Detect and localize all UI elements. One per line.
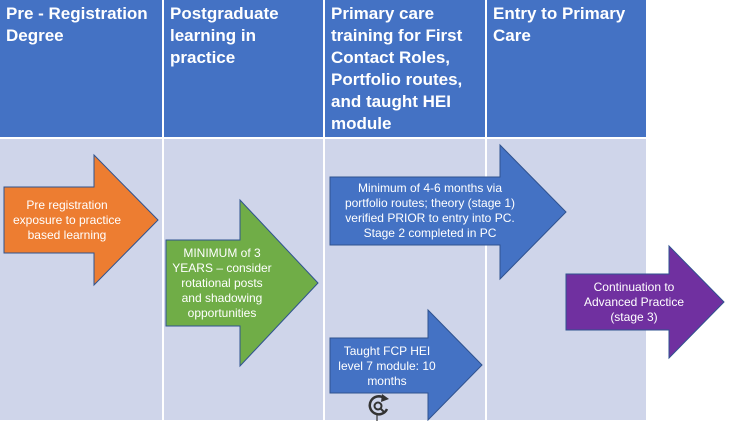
column-body-pre-registration <box>0 139 162 420</box>
arrow-shape <box>329 143 567 281</box>
arrow-pre-registration: Pre registration exposure to practice ba… <box>3 153 160 287</box>
arrow-postgraduate: MINIMUM of 3 YEARS – consider rotational… <box>165 198 320 368</box>
arrow-label: MINIMUM of 3 YEARS – consider rotational… <box>172 245 272 320</box>
refresh-cursor-icon <box>368 394 389 421</box>
arrow-advanced-practice: Continuation to Advanced Practice (stage… <box>565 244 728 360</box>
column-header-postgraduate: Postgraduate learning in practice <box>164 0 323 137</box>
column-title: Primary care training for First Contact … <box>331 4 463 133</box>
arrow-shape <box>565 244 725 360</box>
arrow-label: Pre registration exposure to practice ba… <box>12 197 122 242</box>
arrow-shape <box>165 198 319 368</box>
arrow-taught-hei-module: Taught FCP HEI level 7 module: 10 months <box>329 308 484 421</box>
arrow-shape <box>329 308 483 421</box>
column-header-pre-registration: Pre - Registration Degree <box>0 0 162 137</box>
arrow-label: Taught FCP HEI level 7 module: 10 months <box>338 343 436 388</box>
column-header-primary-care-training: Primary care training for First Contact … <box>325 0 485 137</box>
column-title: Postgraduate learning in practice <box>170 4 279 67</box>
arrow-label: Continuation to Advanced Practice (stage… <box>583 279 685 324</box>
arrow-polygon <box>565 244 725 360</box>
arrow-polygon <box>329 308 483 421</box>
arrow-portfolio-routes: Minimum of 4-6 months via portfolio rout… <box>329 143 568 281</box>
arrow-polygon <box>165 198 319 368</box>
arrow-polygon <box>329 143 567 281</box>
arrow-label: Minimum of 4-6 months via portfolio rout… <box>344 181 516 240</box>
arrow-shape <box>3 153 159 287</box>
arrow-polygon <box>3 153 159 287</box>
column-title: Pre - Registration Degree <box>6 4 148 45</box>
column-header-entry-primary-care: Entry to Primary Care <box>487 0 646 137</box>
column-title: Entry to Primary Care <box>493 4 626 45</box>
